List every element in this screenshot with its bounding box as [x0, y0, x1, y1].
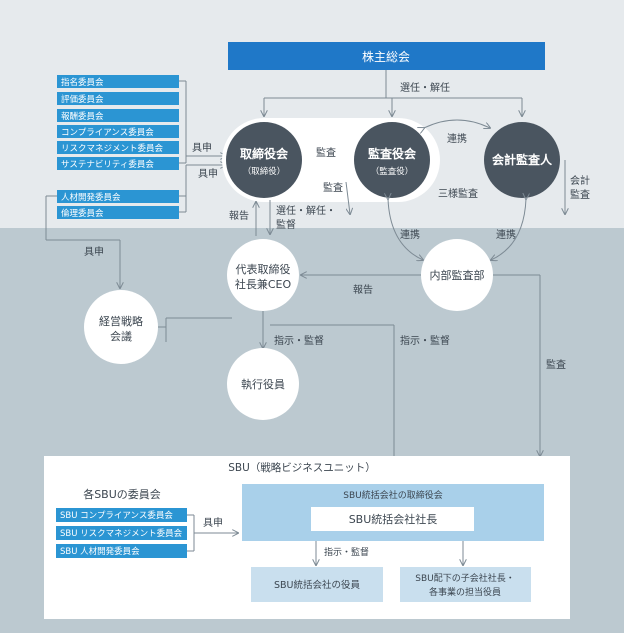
report-label-1: 報告: [229, 209, 249, 222]
sbu-committee-label: SBU リスクマネジメント委員会: [60, 528, 183, 539]
committee-label: 倫理委員会: [61, 208, 104, 219]
committee-label: リスクマネジメント委員会: [61, 143, 164, 154]
ceo-line1: 代表取締役: [236, 262, 291, 276]
internal-audit-title: 内部監査部: [430, 268, 485, 282]
audit-label-2: 監査: [323, 181, 343, 194]
sbu-president-label: SBU統括会社社長: [349, 512, 438, 526]
cooperation-curve-right: [491, 199, 526, 260]
committee-box: [57, 92, 179, 105]
elect-supervise-label-1: 選任・解任・: [276, 204, 336, 217]
audit-board-sub: （監査役）: [371, 166, 414, 177]
sbu-committee-box: [56, 508, 187, 522]
ceo-line2: 社長兼CEO: [235, 277, 292, 291]
sbu-officers-box: [251, 567, 383, 602]
committee-box: [57, 141, 179, 154]
audit-board-circle: [354, 122, 430, 198]
committee-box: [57, 75, 179, 88]
accounting-audit-label-1: 会計: [570, 174, 590, 187]
ceo-instruct-arrows: [263, 311, 394, 476]
audit-board-title: 監査役会: [368, 146, 417, 161]
sbu-officers-label: SBU統括会社の役員: [274, 579, 361, 591]
proposal-label-1: 具申: [192, 141, 212, 154]
board-sub: （取締役）: [243, 166, 286, 177]
elect-dismiss-connector: [264, 70, 522, 116]
sbu-instruct-arrows: [316, 541, 463, 565]
committee-box: [57, 109, 179, 122]
committee-label: 人材開発委員会: [61, 192, 121, 203]
sbu-committees-title: 各SBUの委員会: [83, 487, 161, 501]
sbu-subsidiary-box: [400, 567, 531, 602]
board-circle: [226, 122, 302, 198]
accounting-auditor-title: 会計監査人: [492, 152, 553, 167]
sbu-committee-box: [56, 526, 187, 540]
strategy-meeting-circle: [84, 290, 158, 364]
strategy-ceo-connector: [158, 317, 232, 342]
board-committee-list: 指名委員会 評価委員会 報酬委員会 コンプライアンス委員会 リスクマネジメント委…: [57, 75, 179, 170]
sbu-title: SBU（戦略ビジネスユニット）: [228, 461, 376, 474]
board-ceo-arrows: [256, 200, 270, 236]
cooperation-label-3: 連携: [496, 228, 516, 241]
accounting-auditor-circle: [484, 122, 560, 198]
committee-label: 指名委員会: [61, 77, 104, 88]
sbu-committee-box: [56, 544, 187, 558]
proposal-label-2: 具申: [198, 167, 218, 180]
executive-officers-circle: [227, 348, 299, 420]
cooperation-arc-top: [424, 119, 490, 128]
sbu-committee-bracket: [187, 514, 238, 552]
committee-label: コンプライアンス委員会: [61, 127, 154, 138]
shareholders-meeting-label: 株主総会: [362, 49, 410, 64]
instruct-supervise-label-1: 指示・監督: [274, 334, 324, 347]
sbu-proposal-label: 具申: [203, 516, 223, 529]
board-committee-bracket: [179, 80, 226, 164]
committee-box: [57, 190, 179, 203]
internal-audit-circle: [421, 239, 493, 311]
cooperation-label-2: 連携: [400, 228, 420, 241]
cooperation-curve-left: [388, 199, 423, 260]
sbu-committee-label: SBU コンプライアンス委員会: [60, 510, 173, 521]
committee-label: サステナビリティ委員会: [61, 159, 154, 170]
sbu-committee-label: SBU 人材開発委員会: [60, 546, 140, 557]
audit-label-3: 監査: [546, 358, 566, 371]
sbu-subsidiary-line2: 各事業の担当役員: [429, 586, 501, 598]
sbu-president-box: [311, 507, 474, 531]
proposal-label-3: 具申: [84, 245, 104, 258]
cooperation-label-1: 連携: [447, 132, 467, 145]
shareholders-meeting-box: [228, 42, 545, 70]
elect-supervise-label-2: 監督: [276, 218, 296, 231]
three-way-audit-label: 三様監査: [438, 187, 478, 200]
committee-box: [57, 157, 179, 170]
report-label-2: 報告: [353, 283, 373, 296]
ceo-circle: [227, 239, 299, 311]
committee-box: [57, 125, 179, 138]
audit-down-arrow: [345, 181, 350, 214]
sbu-subsidiary-line1: SBU配下の子会社社長・: [415, 572, 514, 584]
committee-box: [57, 206, 179, 219]
instruct-supervise-label-2: 指示・監督: [400, 334, 450, 347]
exec-committee-bracket: [45, 165, 226, 288]
board-title: 取締役会: [240, 146, 289, 161]
committee-label: 評価委員会: [61, 94, 104, 105]
committee-label: 報酬委員会: [61, 111, 104, 122]
strategy-meeting-line2: 会議: [110, 329, 132, 343]
exec-committee-list: 人材開発委員会 倫理委員会: [57, 190, 179, 219]
audit-label-1: 監査: [316, 146, 336, 159]
strategy-meeting-line1: 経営戦略: [99, 314, 143, 328]
sbu-instruct-supervise-label: 指示・監督: [324, 546, 369, 558]
accounting-audit-label-2: 監査: [570, 188, 590, 201]
sbu-board-label: SBU統括会社の取締役会: [343, 489, 442, 501]
elect-dismiss-label: 選任・解任: [400, 81, 450, 94]
executive-officers-title: 執行役員: [241, 377, 285, 391]
internal-audit-sbu-arrow: [493, 274, 540, 456]
